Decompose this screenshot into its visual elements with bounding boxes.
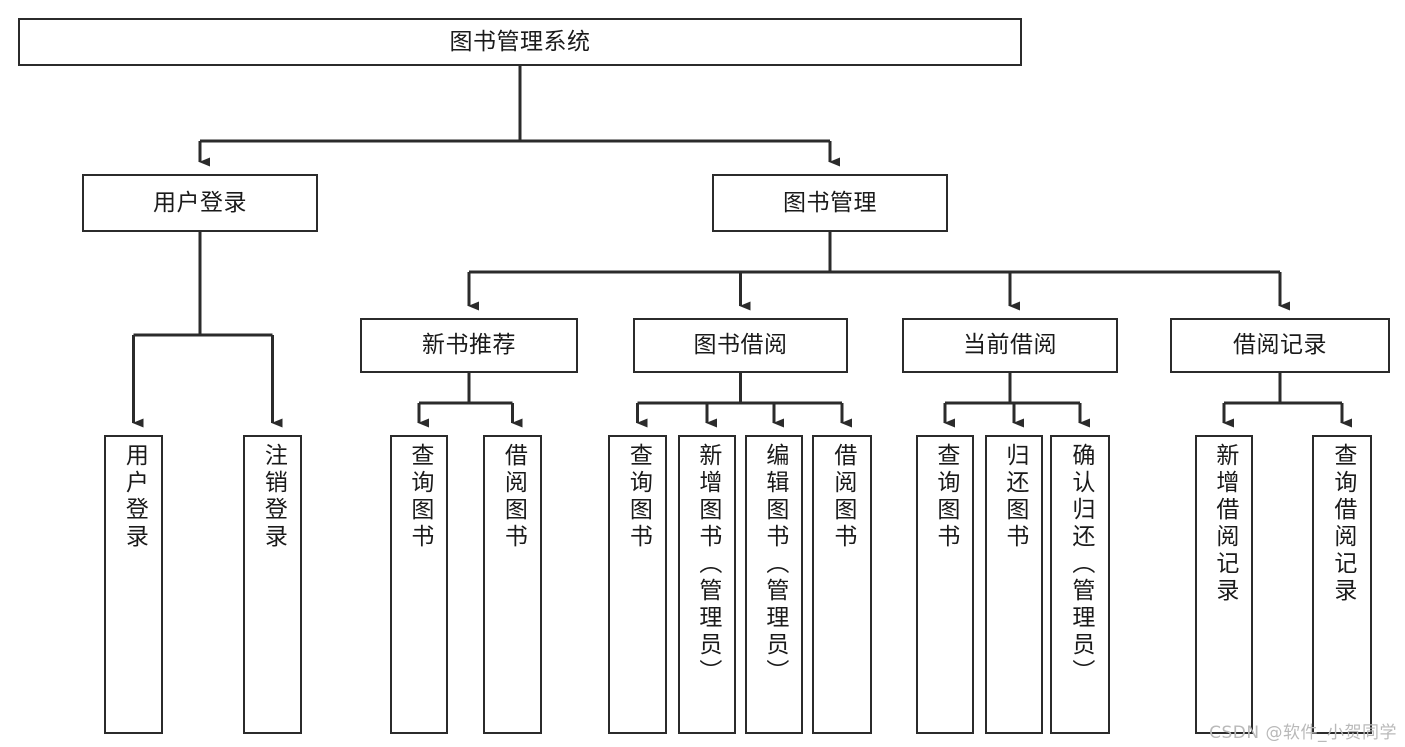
node-label: 归还图书	[1001, 443, 1028, 551]
node-l2-book-mgmt[interactable]: 图书管理	[712, 174, 948, 232]
node-label: 用户登录	[153, 189, 247, 216]
node-l2-user-login[interactable]: 用户登录	[82, 174, 318, 232]
node-l3-current-loan[interactable]: 当前借阅	[902, 318, 1118, 373]
node-label: 新书推荐	[422, 332, 516, 359]
node-root[interactable]: 图书管理系统	[18, 18, 1022, 66]
node-leaf-edit-book[interactable]: 编辑图书（管理员）	[745, 435, 803, 734]
node-leaf-return-book[interactable]: 归还图书	[985, 435, 1043, 734]
node-label: 借阅图书	[829, 443, 856, 551]
node-leaf-logout[interactable]: 注销登录	[243, 435, 302, 734]
node-leaf-add-loan-rec[interactable]: 新增借阅记录	[1195, 435, 1253, 734]
watermark: CSDN @软件_小贺同学	[1209, 723, 1397, 743]
node-leaf-query-book-3[interactable]: 查询图书	[916, 435, 974, 734]
node-l3-book-borrow[interactable]: 图书借阅	[633, 318, 848, 373]
node-label: 图书管理系统	[449, 28, 591, 55]
node-leaf-borrow-book-2[interactable]: 借阅图书	[812, 435, 872, 734]
node-label: 查询图书	[932, 443, 959, 551]
node-label: 编辑图书（管理员）	[761, 443, 788, 686]
node-label: 查询图书	[625, 443, 652, 551]
node-leaf-confirm-return[interactable]: 确认归还（管理员）	[1050, 435, 1110, 734]
node-l3-loan-record[interactable]: 借阅记录	[1170, 318, 1390, 373]
node-label: 当前借阅	[963, 332, 1057, 359]
node-leaf-borrow-book-1[interactable]: 借阅图书	[483, 435, 542, 734]
node-label: 查询图书	[406, 443, 433, 551]
node-label: 图书借阅	[693, 332, 788, 359]
node-label: 注销登录	[260, 443, 287, 551]
node-label: 新增借阅记录	[1211, 443, 1238, 605]
node-leaf-query-book-1[interactable]: 查询图书	[390, 435, 448, 734]
node-leaf-user-login[interactable]: 用户登录	[104, 435, 163, 734]
node-leaf-query-book-2[interactable]: 查询图书	[608, 435, 667, 734]
node-label: 查询借阅记录	[1329, 443, 1356, 605]
node-label: 用户登录	[121, 443, 148, 551]
node-l3-new-book-rec[interactable]: 新书推荐	[360, 318, 578, 373]
node-label: 确认归还（管理员）	[1067, 443, 1094, 686]
node-label: 新增图书（管理员）	[694, 443, 721, 686]
node-label: 图书管理	[783, 189, 877, 216]
node-label: 借阅图书	[500, 443, 527, 551]
node-label: 借阅记录	[1233, 332, 1327, 359]
node-leaf-add-book[interactable]: 新增图书（管理员）	[678, 435, 736, 734]
node-leaf-query-loan-rec[interactable]: 查询借阅记录	[1312, 435, 1372, 734]
